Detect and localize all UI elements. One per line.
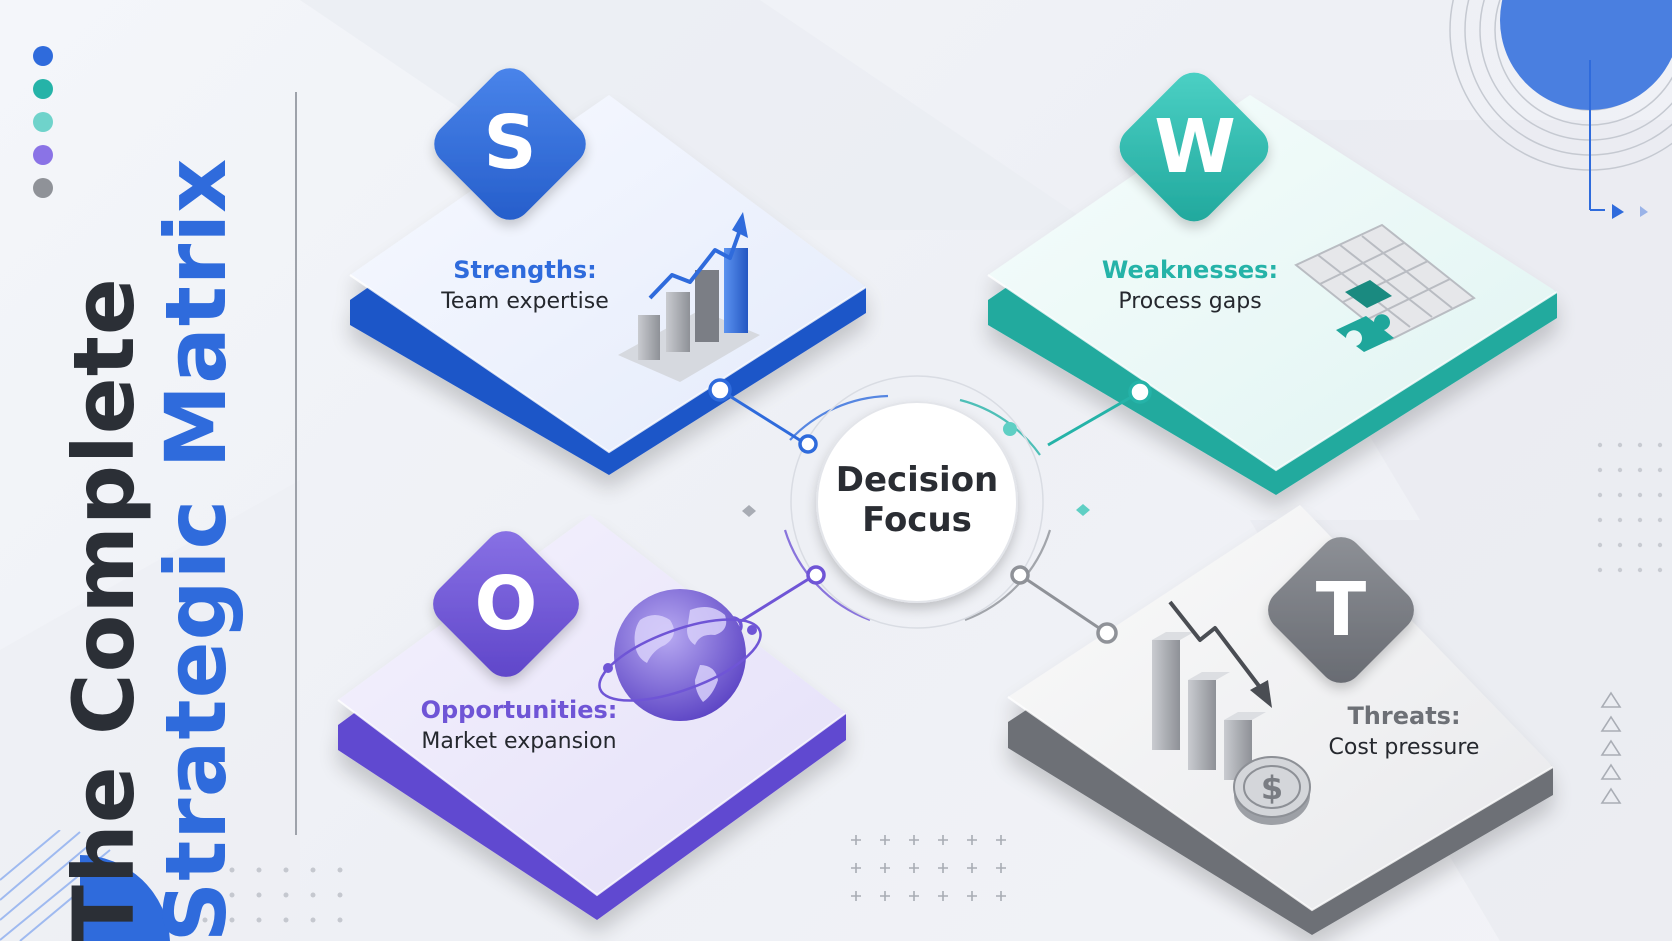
opportunities-subtitle: Market expansion — [421, 729, 617, 754]
title-line-2: Strategic Matrix — [147, 157, 245, 941]
bar-chart-up-icon — [618, 212, 760, 382]
strengths-subtitle: Team expertise — [441, 289, 609, 314]
badge-letter-w: W — [1154, 104, 1236, 190]
badge-letter-o: O — [474, 561, 538, 647]
opportunities-heading: Opportunities: — [420, 696, 618, 724]
vertical-title: The Complete Strategic Matrix — [55, 157, 245, 941]
title-line-1: The Complete — [55, 277, 153, 941]
badge-letter-t: T — [1315, 567, 1367, 653]
center-line-2: Focus — [862, 500, 972, 540]
weaknesses-subtitle: Process gaps — [1118, 289, 1262, 314]
badge-w — [1119, 72, 1269, 222]
globe-icon — [598, 589, 762, 721]
tile-strengths — [349, 95, 867, 475]
strengths-heading: Strengths: — [453, 256, 597, 284]
title-block: The Complete Strategic Matrix — [20, 80, 280, 941]
tile-weaknesses — [987, 95, 1558, 495]
center-line-1: Decision — [835, 460, 999, 500]
corner-decoration-bottom-left — [0, 830, 170, 941]
opportunities-label: Opportunities: Market expansion — [404, 694, 634, 758]
bar-chart-down-coin-icon: $ — [1152, 600, 1311, 825]
badge-t — [1268, 537, 1414, 683]
center-label: Decision Focus — [819, 460, 1015, 540]
weaknesses-heading: Weaknesses: — [1101, 256, 1279, 284]
threats-subtitle: Cost pressure — [1328, 735, 1480, 760]
strengths-label: Strengths: Team expertise — [420, 254, 630, 318]
puzzle-icon — [1294, 223, 1476, 352]
badge-letter-s: S — [483, 100, 537, 186]
center-node — [816, 401, 1018, 603]
dot-grid-right — [1597, 442, 1663, 573]
svg-text:$: $ — [1261, 769, 1283, 807]
color-dots — [33, 46, 53, 198]
weaknesses-label: Weaknesses: Process gaps — [1090, 254, 1290, 318]
badge-o — [433, 531, 579, 677]
tile-threats — [1007, 505, 1554, 935]
threats-label: Threats: Cost pressure — [1314, 700, 1494, 764]
triangle-column-right — [1600, 691, 1622, 804]
corner-decoration-top-right — [1449, 0, 1672, 219]
dot-grid-bottom — [202, 867, 343, 923]
plus-grid-bottom — [851, 835, 1006, 901]
threats-heading: Threats: — [1347, 702, 1461, 730]
badge-s — [434, 68, 586, 220]
